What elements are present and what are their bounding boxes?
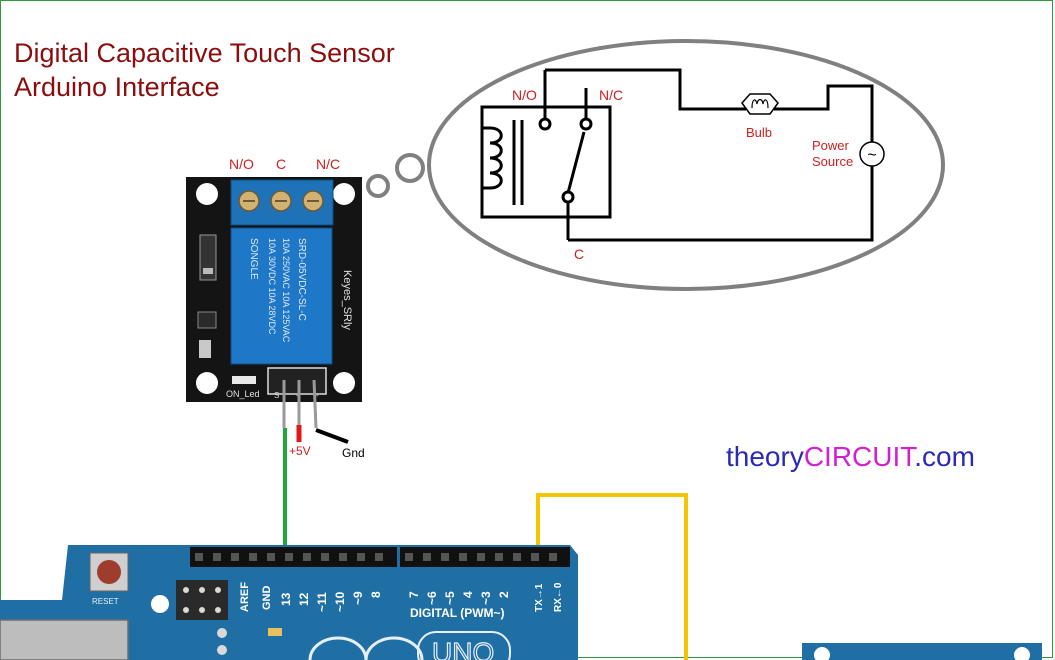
icsp-header [176,580,228,620]
digital-pwm-label: DIGITAL (PWM~) [410,606,505,620]
bulb-to-source-wire [774,84,874,142]
pin-1-label: TX→1 [534,583,545,612]
pin-6-label: ~6 [425,591,439,605]
digital-header-left [190,547,397,567]
header-sockets [195,553,557,561]
brand-part-theory: theory [726,441,804,472]
relay-pin-leads [282,379,318,429]
relay-rating-1: 10A 250VAC 10A 125VAC [281,238,291,343]
pin-12-label: 12 [297,592,311,606]
module-no-label: N/O [229,156,254,172]
diagram-title: Digital Capacitive Touch Sensor Arduino … [14,36,395,104]
pin-7-label: 7 [407,591,421,598]
reset-button-base [89,552,129,592]
module-silk-name: Keyes_SRly [341,270,353,330]
arduino-pad-1 [217,628,227,638]
pin-10-label: ~10 [333,591,347,612]
title-line-2: Arduino Interface [14,72,220,102]
relay-schematic [480,68,874,242]
brand-part-com: .com [914,441,975,472]
reset-label: RESET [92,597,119,606]
relay-module: SRD-05VDC-SL-C 10A 250VAC 10A 125VAC 10A… [186,177,362,402]
transistor [197,311,217,329]
schematic-c-label: C [574,246,584,262]
mount-hole-br [333,372,355,394]
relay-rating-2: 10A 30VDC 10A 28VDC [267,238,277,335]
common-contact [561,190,575,204]
return-wire [568,166,874,242]
tx-wire-yellow [536,493,688,660]
module-c-label: C [276,156,286,172]
pin-5-label: ~5 [443,591,457,605]
gnd-label: Gnd [342,446,365,460]
pin-0-label: RX←0 [553,582,564,612]
arduino-board: RESET AREF GND 13 12 ~ [0,545,578,660]
mount-hole-arduino [151,595,169,613]
bulb-symbol [741,93,779,115]
mount-hole-tl [196,183,218,205]
aref-label: AREF [239,582,251,612]
thought-bubble [366,39,945,291]
bubble-ellipse [427,39,945,291]
on-led [232,376,256,384]
relay-part-number: SRD-05VDC-SL-C [296,238,307,321]
pin-label-s: S [274,391,279,400]
on-led-label: ON_Led [226,389,260,399]
bubble-dot-small [366,174,390,198]
mount-hole-tr [333,183,355,205]
title-line-1: Digital Capacitive Touch Sensor [14,38,395,68]
relay-brand: SONGLE [248,238,259,280]
gnd-pin-label: GND [261,586,273,611]
bubble-dot-medium [395,153,425,183]
nc-contact [579,117,593,131]
relay-coil [482,126,503,190]
schematic-no-label: N/O [512,87,537,103]
brand-watermark: theoryCIRCUIT.com [726,441,975,473]
arduino-pad-2 [217,645,227,655]
switch-arm [566,131,586,194]
ac-symbol: ~ [867,147,876,164]
uno-logo-frame [417,631,511,660]
gnd-wire-black [315,428,349,444]
pin-13-label: 13 [279,592,293,606]
relay-body [230,227,333,365]
pin-9-label: ~9 [351,591,365,605]
pin-3-label: ~3 [479,591,493,605]
mount-hole-bl [196,372,218,394]
reset-button[interactable] [97,560,121,584]
pin-11-label: ~11 [315,592,329,612]
resistor [199,340,211,358]
vcc-label: +5V [289,444,311,458]
pin-8-label: 8 [369,591,383,598]
power-source-symbol: ~ [859,141,885,167]
source-label: Source [812,154,853,169]
usb-port [0,619,129,660]
arduino-logo [308,636,424,660]
smd-led [268,628,282,636]
pin-2-label: 2 [497,591,511,598]
no-contact [538,117,552,131]
schematic-nc-label: N/C [599,87,623,103]
module-nc-label: N/C [316,156,340,172]
touch-sensor-module [802,643,1042,660]
power-label: Power [812,138,850,153]
pin-label-minus: - [316,391,319,400]
uno-label: UNO [432,637,494,660]
pin-header [267,367,327,395]
brand-part-circuit: CIRCUIT [803,441,915,472]
bulb-label: Bulb [746,125,772,140]
no-wire [545,68,746,111]
pin-4-label: 4 [461,591,475,598]
